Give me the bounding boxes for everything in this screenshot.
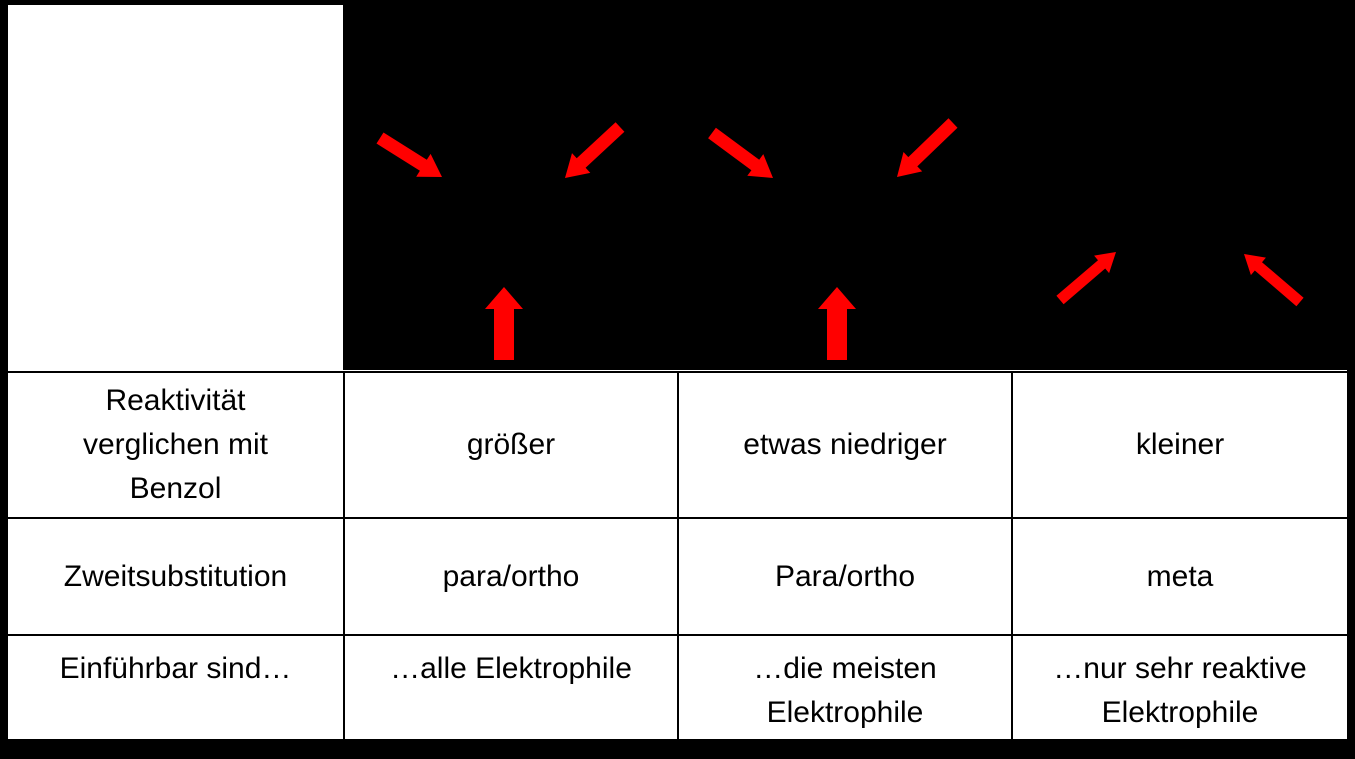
cell-substitution-col2: para/ortho	[442, 559, 580, 593]
bottom-black-bar	[0, 739, 1355, 759]
cell-reactivity-col3: etwas niedriger	[743, 428, 947, 461]
cell-electrophiles-col3: …die meisten Elektrophile	[753, 652, 937, 729]
table-border-left	[0, 0, 8, 759]
table-border-top	[0, 0, 1355, 5]
cell-electrophiles-col2: …alle Elektrophile	[390, 652, 632, 685]
cell-reactivity-col2: größer	[466, 428, 556, 461]
table-border-right	[1347, 0, 1355, 759]
cell-substitution-col3: Para/ortho	[774, 559, 916, 593]
grid-line-vertical-1	[343, 371, 345, 739]
cell-substitution-header: Zweitsubstitution	[63, 559, 288, 593]
figure-black-panel	[343, 0, 1355, 370]
cell-electrophiles-header: Einführbar sind…	[59, 652, 292, 685]
grid-line-vertical-2	[677, 371, 679, 739]
grid-line-vertical-3	[1011, 371, 1013, 739]
cell-reactivity-col4: kleiner	[1135, 428, 1225, 461]
cell-reactivity-header: Reaktivität verglichen mit Benzol	[82, 384, 269, 505]
cell-electrophiles-col4: …nur sehr reaktive Elektrophile	[1053, 652, 1307, 729]
cell-substitution-col4: meta	[1146, 559, 1214, 593]
